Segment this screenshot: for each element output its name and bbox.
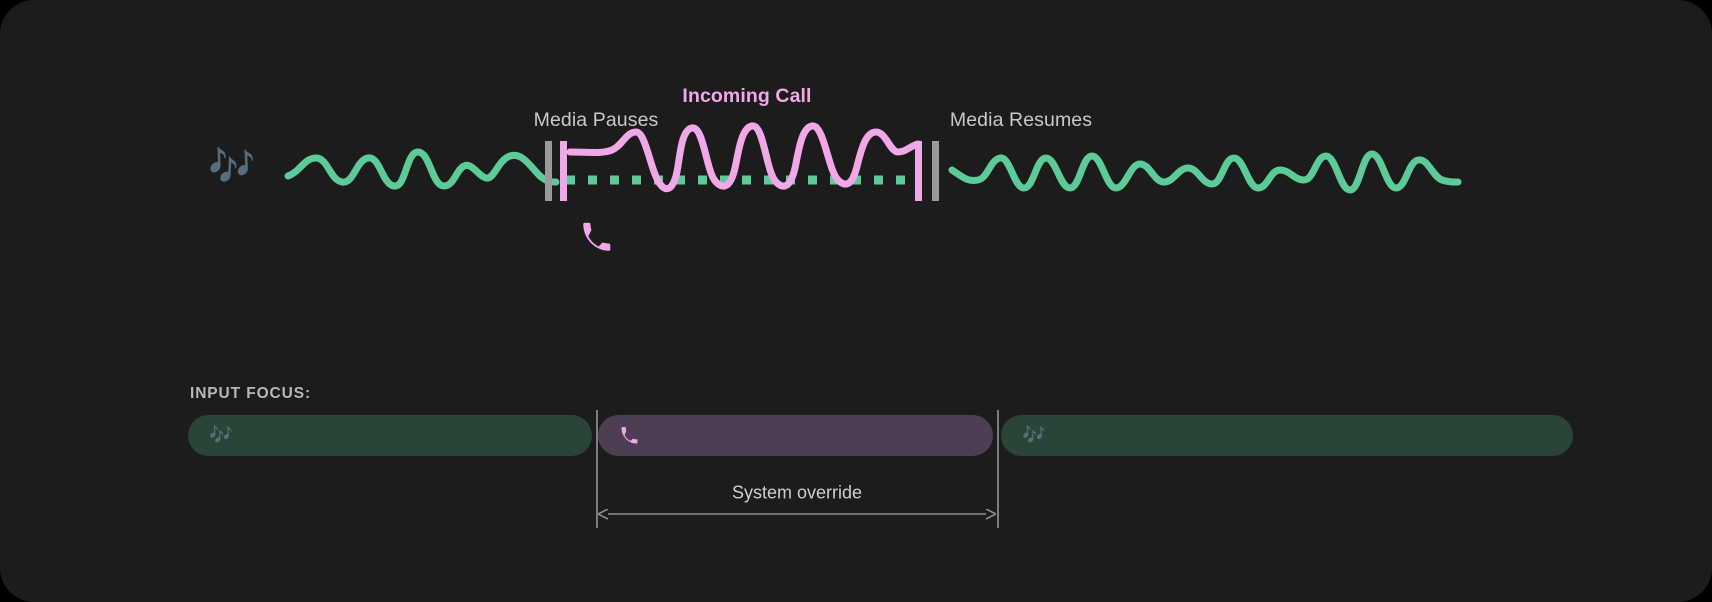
marker-resume-pink xyxy=(915,141,922,201)
focus-segment-call[interactable] xyxy=(598,415,993,456)
focus-segment-media-before[interactable]: 🎶 xyxy=(188,415,592,456)
marker-pause-gray xyxy=(545,141,552,201)
phone-icon xyxy=(583,222,611,251)
waveform-media-after xyxy=(948,150,1462,194)
timeline-waveform-stage: Incoming Call Media Pauses Media Resumes… xyxy=(208,85,1462,251)
override-boundary-left xyxy=(596,410,598,528)
input-focus-section: INPUT FOCUS: 🎶 🎶 System override xyxy=(0,330,1712,602)
label-incoming-call: Incoming Call xyxy=(682,85,812,107)
waveform-media-before xyxy=(284,148,560,190)
label-media-resumes: Media Resumes xyxy=(949,109,1093,131)
input-focus-heading: INPUT FOCUS: xyxy=(190,385,312,402)
music-notes-icon: 🎶 xyxy=(208,146,256,188)
marker-pause-pink xyxy=(560,141,567,201)
waveform-svg xyxy=(284,122,1462,201)
override-boundary-right xyxy=(997,410,999,528)
marker-resume-gray xyxy=(932,141,939,201)
waveform-incoming-call xyxy=(566,122,922,193)
phone-icon xyxy=(619,426,639,446)
input-focus-track: 🎶 🎶 xyxy=(188,415,1573,456)
music-notes-icon: 🎶 xyxy=(1022,425,1046,446)
music-notes-icon: 🎶 xyxy=(209,425,233,446)
label-media-pauses: Media Pauses xyxy=(533,109,659,131)
focus-segment-media-after[interactable]: 🎶 xyxy=(1001,415,1573,456)
override-span-arrow xyxy=(596,508,1000,528)
system-override-caption: System override xyxy=(731,482,863,503)
